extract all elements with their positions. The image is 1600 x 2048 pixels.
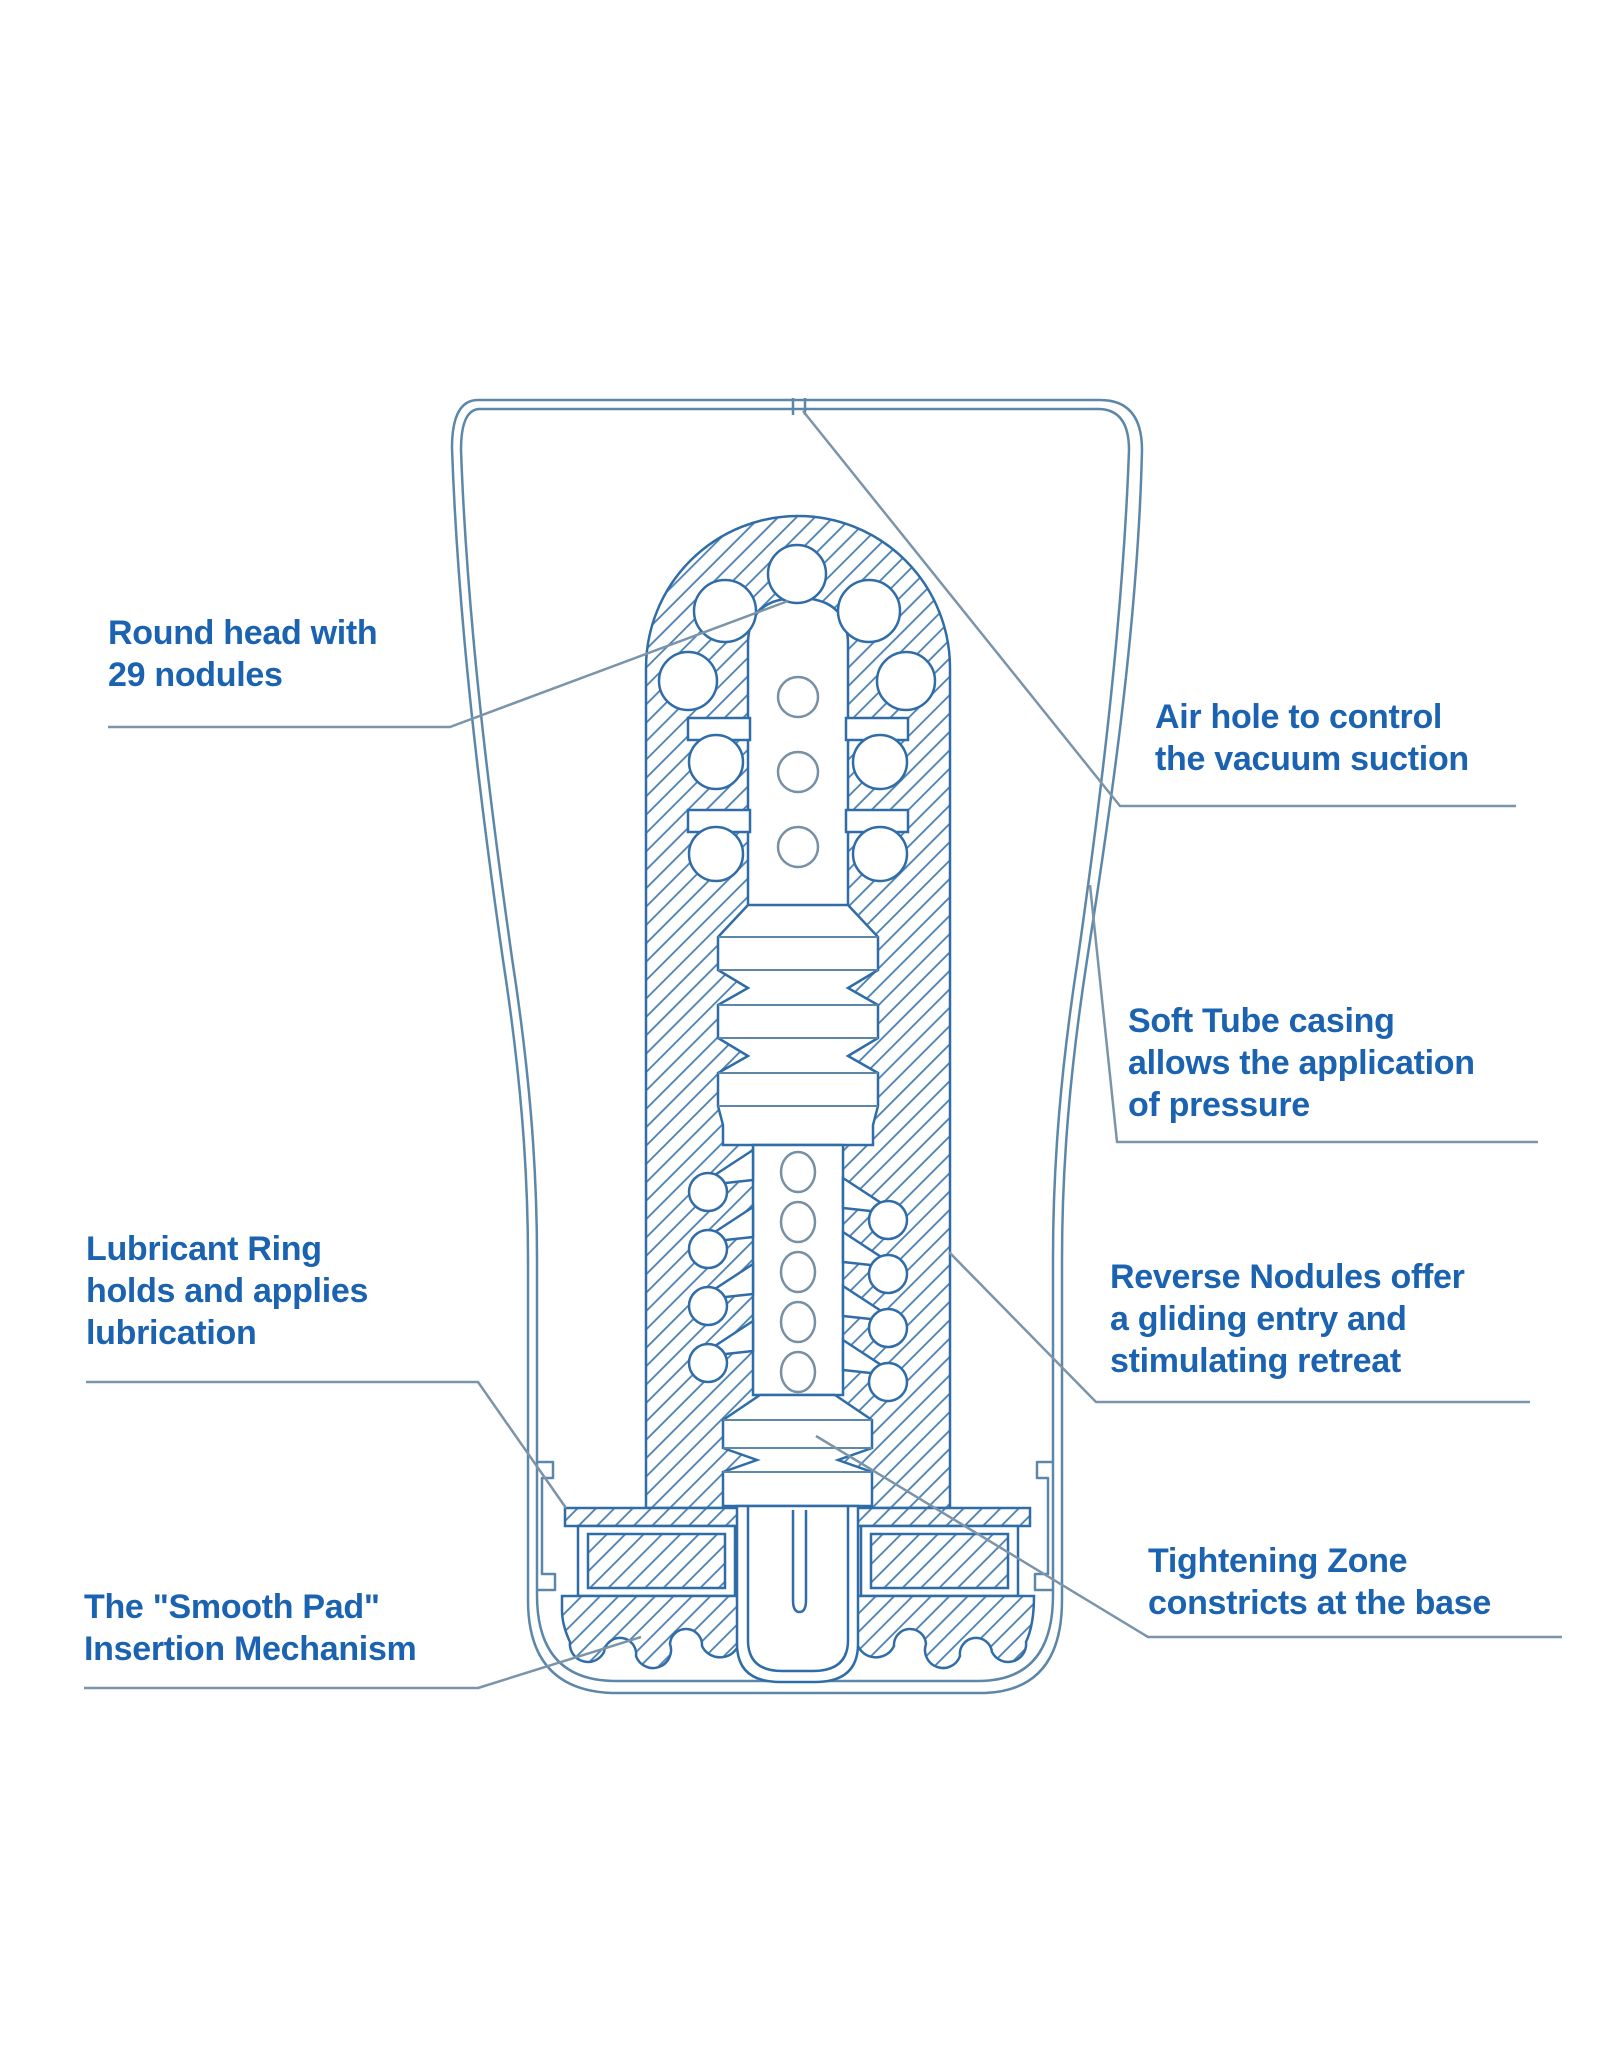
- reverse-nodule-zone: [687, 1143, 909, 1403]
- label-air-hole: Air hole to control the vacuum suction: [1155, 696, 1469, 780]
- insertion-slit: [791, 1510, 808, 1614]
- leader-smooth-pad: [84, 1635, 642, 1690]
- base-flange-left: [563, 1506, 746, 1528]
- inner-sleeve: [644, 514, 952, 1510]
- reverse-nodules-left: [687, 1147, 755, 1384]
- leader-air-hole: [802, 410, 1516, 808]
- tightening-clip-right: [1033, 1460, 1053, 1592]
- label-line: Tightening Zone: [1148, 1542, 1408, 1580]
- label-line: lubrication: [86, 1314, 257, 1352]
- label-line: stimulating retreat: [1110, 1342, 1401, 1380]
- label-line: the vacuum suction: [1155, 740, 1469, 778]
- leader-round-head: [108, 599, 789, 729]
- leader-tightening-zone: [815, 1434, 1562, 1639]
- label-line: holds and applies: [86, 1272, 369, 1310]
- bottom-bellows-tightening-zone: [721, 1393, 874, 1508]
- label-line: Soft Tube casing: [1128, 1002, 1395, 1040]
- head-nodule-notches: [657, 543, 937, 883]
- label-line: allows the application: [1128, 1044, 1475, 1082]
- leader-lines: [84, 410, 1562, 1690]
- label-line: Round head with: [108, 614, 378, 652]
- soft-tube-casing-outline: [450, 398, 1144, 1695]
- label-line: Reverse Nodules offer: [1110, 1258, 1465, 1296]
- label-line: a gliding entry and: [1110, 1300, 1407, 1338]
- label-soft-tube: Soft Tube casing allows the application …: [1128, 1000, 1475, 1126]
- leader-lubricant-ring: [86, 1380, 568, 1509]
- label-reverse-nodules: Reverse Nodules offer a gliding entry an…: [1110, 1256, 1465, 1382]
- channel-air-dots: [779, 1150, 817, 1394]
- label-round-head: Round head with 29 nodules: [108, 612, 378, 696]
- leader-reverse-nodules: [948, 1251, 1530, 1404]
- label-line: of pressure: [1128, 1086, 1310, 1124]
- label-line: The "Smooth Pad": [84, 1588, 380, 1626]
- reverse-nodules-right: [841, 1175, 909, 1403]
- base-assembly: [560, 1504, 1036, 1684]
- label-smooth-pad: The "Smooth Pad" Insertion Mechanism: [84, 1586, 417, 1670]
- label-line: constricts at the base: [1148, 1584, 1491, 1622]
- lubricant-ring: [576, 1524, 1020, 1598]
- label-line: Air hole to control: [1155, 698, 1443, 736]
- label-line: Insertion Mechanism: [84, 1630, 417, 1668]
- tightening-clip-left: [537, 1460, 557, 1592]
- label-line: 29 nodules: [108, 656, 283, 694]
- label-line: Lubricant Ring: [86, 1230, 322, 1268]
- leader-soft-tube: [1088, 884, 1538, 1144]
- upper-bellows: [716, 903, 880, 1147]
- label-lubricant-ring: Lubricant Ring holds and applies lubrica…: [86, 1228, 368, 1354]
- label-tightening-zone: Tightening Zone constricts at the base: [1148, 1540, 1491, 1624]
- head-air-channel-dots: [776, 675, 820, 869]
- insertion-channel: [735, 1504, 860, 1684]
